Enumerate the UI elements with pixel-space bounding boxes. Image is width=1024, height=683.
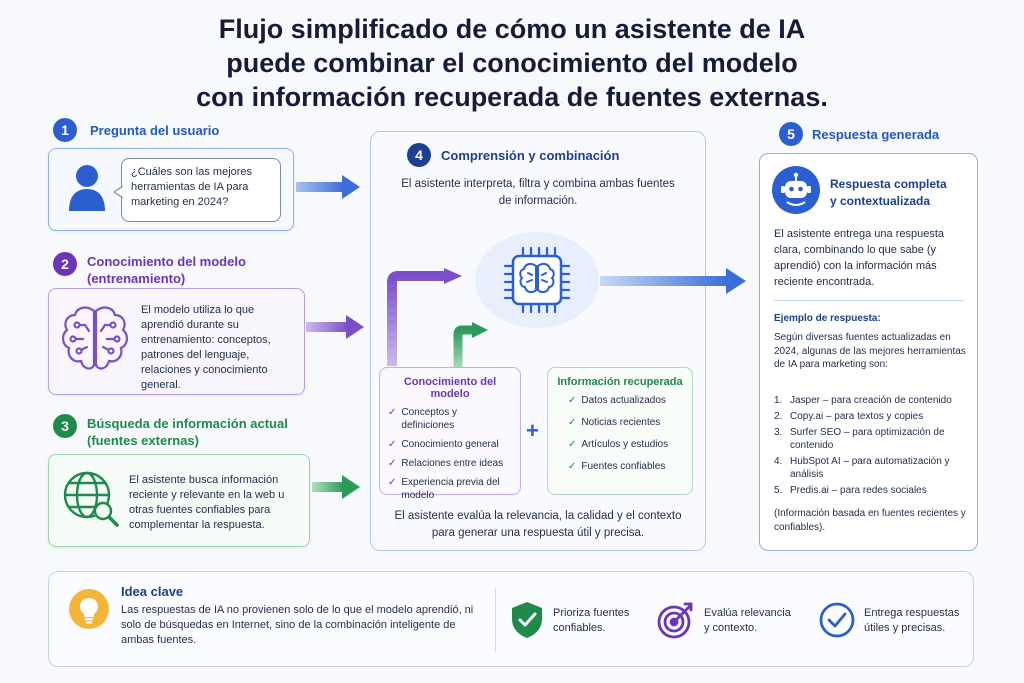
check-icon: ✓ bbox=[568, 461, 577, 472]
arrow-step3 bbox=[312, 474, 362, 505]
feature-text-3: Entrega respuestas útiles y precisas. bbox=[864, 607, 960, 634]
tool-item: 4.HubSpot AI – para automatización y aná… bbox=[774, 456, 950, 480]
robot-icon bbox=[772, 166, 820, 214]
tools-list: 1.Jasper – para creación de contenido 2.… bbox=[774, 394, 970, 500]
shield-check-icon bbox=[509, 600, 545, 645]
answer-description: El asistente entrega una respuesta clara… bbox=[774, 228, 945, 288]
external-search-text: El asistente busca información reciente … bbox=[129, 474, 285, 531]
processor-chip-bg bbox=[475, 232, 599, 328]
target-icon bbox=[656, 600, 696, 645]
plus-icon: + bbox=[526, 418, 539, 443]
check-icon: ✓ bbox=[388, 477, 397, 488]
model-box-item: ✓Relaciones entre ideas bbox=[388, 458, 504, 469]
external-search-card: El asistente busca información reciente … bbox=[48, 454, 310, 547]
divider bbox=[495, 588, 496, 652]
tool-item: 3.Surfer SEO – para optimización de cont… bbox=[774, 427, 945, 451]
arrow-step1 bbox=[296, 174, 362, 205]
tool-item: 1.Jasper – para creación de contenido bbox=[774, 395, 952, 406]
step-5-number: 5 bbox=[779, 122, 803, 146]
title-line-3: con información recuperada de fuentes ex… bbox=[196, 82, 828, 112]
step-2-title-line-1: Conocimiento del modelo bbox=[87, 254, 246, 269]
retrieved-box-item: ✓Datos actualizados bbox=[568, 395, 666, 406]
elbow-arrow-green bbox=[452, 320, 492, 375]
answer-footnote: (Información basada en fuentes recientes… bbox=[774, 508, 966, 533]
retrieved-box-title: Información recuperada bbox=[557, 376, 683, 388]
brain-circuit-icon bbox=[59, 303, 131, 382]
check-icon: ✓ bbox=[388, 407, 397, 418]
model-box-item: ✓Experiencia previa del modelo bbox=[388, 477, 500, 501]
combination-intro: El asistente interpreta, filtra y combin… bbox=[401, 178, 675, 207]
model-box-item: ✓Conocimiento general bbox=[388, 439, 499, 450]
step-2-title-line-2: (entrenamiento) bbox=[87, 271, 186, 286]
retrieved-box-item: ✓Noticias recientes bbox=[568, 417, 661, 428]
model-box-title: Conocimiento del modelo bbox=[403, 376, 497, 400]
example-label: Ejemplo de respuesta: bbox=[774, 313, 881, 324]
model-box-item: ✓Conceptos y definiciones bbox=[388, 407, 457, 431]
elbow-arrow-purple bbox=[386, 268, 466, 371]
step-4-number: 4 bbox=[407, 143, 431, 167]
example-intro: Según diversas fuentes actualizadas en 2… bbox=[774, 332, 966, 370]
feature-text-1: Prioriza fuentes confiables. bbox=[553, 607, 630, 634]
model-knowledge-card: El modelo utiliza lo que aprendió durant… bbox=[48, 288, 305, 395]
check-icon: ✓ bbox=[568, 395, 577, 406]
user-avatar-icon bbox=[67, 163, 107, 216]
step-5-title: Respuesta generada bbox=[812, 127, 940, 142]
step-3-title: Búsqueda de información actual (fuentes … bbox=[87, 415, 288, 449]
check-icon: ✓ bbox=[568, 417, 577, 428]
title-line-1: Flujo simplificado de cómo un asistente … bbox=[218, 14, 806, 44]
step-3-number: 3 bbox=[53, 414, 77, 438]
check-icon: ✓ bbox=[388, 439, 397, 450]
question-text: ¿Cuáles son las mejores herramientas de … bbox=[131, 166, 253, 208]
check-icon: ✓ bbox=[388, 458, 397, 469]
step-3-title-line-2: (fuentes externas) bbox=[87, 433, 199, 448]
divider bbox=[774, 300, 964, 301]
bubble-tail bbox=[112, 184, 124, 203]
step-1-number: 1 bbox=[53, 118, 77, 142]
key-idea-text: Las respuestas de IA no provienen solo d… bbox=[121, 604, 474, 646]
answer-card: Respuesta completa y contextualizada El … bbox=[759, 153, 978, 551]
retrieved-box-item: ✓Fuentes confiables bbox=[568, 461, 666, 472]
page-title: Flujo simplificado de cómo un asistente … bbox=[0, 12, 1024, 114]
arrow-to-answer bbox=[600, 266, 750, 301]
key-idea-title: Idea clave bbox=[121, 584, 184, 599]
model-knowledge-text: El modelo utiliza lo que aprendió durant… bbox=[141, 304, 271, 391]
model-knowledge-box: Conocimiento del modelo ✓Conceptos y def… bbox=[379, 367, 521, 501]
step-4-title: Comprensión y combinación bbox=[441, 148, 620, 163]
step-2-number: 2 bbox=[53, 252, 77, 276]
retrieved-box-item: ✓Artículos y estudios bbox=[568, 439, 669, 450]
check-icon: ✓ bbox=[568, 439, 577, 450]
step-2-title: Conocimiento del modelo (entrenamiento) bbox=[87, 253, 246, 287]
check-circle-icon bbox=[817, 600, 857, 645]
title-line-2: puede combinar el conocimiento del model… bbox=[226, 48, 798, 78]
arrow-step2 bbox=[306, 314, 366, 345]
lightbulb-icon bbox=[69, 589, 109, 629]
question-bubble: ¿Cuáles son las mejores herramientas de … bbox=[121, 158, 281, 222]
feature-text-2: Evalúa relevancia y contexto. bbox=[704, 607, 791, 634]
step-1-title: Pregunta del usuario bbox=[90, 123, 220, 138]
answer-card-title: Respuesta completa y contextualizada bbox=[830, 177, 947, 208]
tool-item: 5.Predis.ai – para redes sociales bbox=[774, 485, 927, 496]
combination-conclusion: El asistente evalúa la relevancia, la ca… bbox=[394, 510, 682, 539]
user-question-card: ¿Cuáles son las mejores herramientas de … bbox=[48, 148, 294, 231]
step-3-title-line-1: Búsqueda de información actual bbox=[87, 416, 288, 431]
key-idea-panel: Idea clave Las respuestas de IA no provi… bbox=[48, 571, 974, 667]
retrieved-info-box: Información recuperada ✓Datos actualizad… bbox=[547, 367, 693, 495]
brain-chip-icon bbox=[503, 246, 571, 314]
tool-item: 2.Copy.ai – para textos y copies bbox=[774, 411, 924, 422]
globe-search-icon bbox=[61, 469, 121, 536]
